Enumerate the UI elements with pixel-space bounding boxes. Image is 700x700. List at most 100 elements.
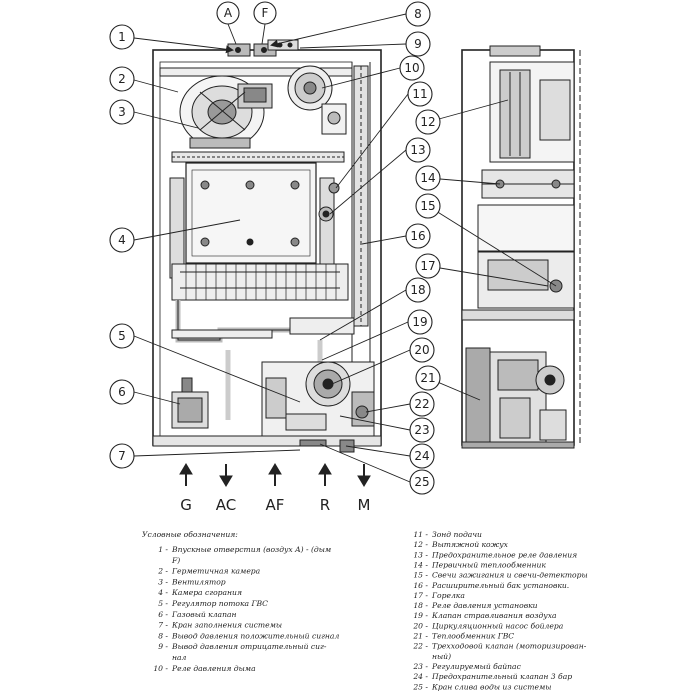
legend-left-item-number: 2 -: [157, 567, 168, 576]
burner: [171, 263, 349, 301]
callout-7: 7: [118, 449, 126, 463]
fan-assembly: [179, 75, 273, 149]
legend-title: Условные обозначения:: [142, 530, 238, 539]
arrow-R: [318, 463, 332, 486]
legend-left-item-number: 4 -: [157, 588, 168, 597]
legend-left-item-number: 1 -: [158, 545, 168, 554]
arrow-M: [357, 464, 371, 487]
legend-right-item-number: 20 -: [412, 621, 428, 630]
callout-15: 15: [420, 199, 435, 213]
smoke-pressure-switch: [287, 65, 347, 135]
legend-right-item-text: Регулируемый байпас: [431, 662, 522, 671]
callout-20: 20: [414, 343, 429, 357]
legend-right-item-text: Вытяжной кожух: [431, 540, 509, 549]
callout-25: 25: [414, 475, 429, 489]
legend-right-item-text: Кран слива воды из системы: [431, 682, 551, 691]
callout-5: 5: [118, 329, 126, 343]
legend-left-item-number: 5 -: [158, 599, 168, 608]
legend-right-item-text: Первичный теплообменник: [431, 560, 546, 569]
legend: Условные обозначения: 1 -Впускные отверс…: [142, 530, 588, 691]
legend-right-item-number: 24 -: [412, 672, 428, 681]
legend-right-item-number: 11 -: [413, 530, 428, 539]
callout-8: 8: [414, 7, 422, 21]
side-burner: [477, 251, 575, 309]
legend-right-item-text: Циркуляционный насос бойлера: [432, 621, 564, 630]
callout-11: 11: [412, 87, 427, 101]
callout-9: 9: [414, 37, 422, 51]
arrow-AF: [268, 463, 282, 486]
callout-F: F: [262, 6, 269, 20]
callout-14: 14: [420, 171, 435, 185]
arrow-AC: [219, 464, 233, 487]
callout-16: 16: [410, 229, 425, 243]
callout-13: 13: [410, 143, 425, 157]
legend-left-item-number: 10 -: [153, 664, 168, 673]
legend-right-item-text: Реле давления установки: [431, 601, 538, 610]
callout-4: 4: [118, 233, 126, 247]
legend-right-item-number: 18 -: [413, 601, 428, 610]
legend-left-item-text: Регулятор потока ГВС: [171, 599, 268, 608]
callout-18: 18: [410, 283, 425, 297]
legend-right-item-text: Трехходовой клапан (моторизирован-: [432, 642, 587, 651]
legend-left-item-text: Реле давления дыма: [171, 664, 256, 673]
label-M: M: [358, 496, 371, 514]
label-G: G: [180, 496, 192, 514]
side-hydraulic-group: [465, 347, 567, 449]
callout-numbers: A F 1 2 3 4 5 6 7 8 9 10 11 12 13 14 15 …: [118, 6, 435, 489]
legend-left-item-text: Вывод давления отрицательный сиг-: [171, 642, 327, 651]
legend-right-item-number: 22 -: [412, 642, 428, 651]
legend-left-item-text: нал: [172, 653, 187, 662]
hydraulic-group: [261, 361, 375, 437]
legend-right-item-text: Предохранительное реле давления: [431, 550, 577, 559]
legend-right-item-text: Теплообменник ГВС: [432, 632, 514, 641]
legend-right-item-number: 14 -: [413, 560, 428, 569]
legend-left-column: 1 -Впускные отверстия (воздух A) - (дымF…: [153, 545, 339, 673]
callout-1: 1: [118, 30, 126, 44]
callouts: [109, 1, 441, 495]
boiler-side-view: [461, 45, 581, 449]
legend-right-item-text: Горелка: [431, 591, 465, 600]
callout-3: 3: [118, 105, 126, 119]
legend-right-item-number: 19 -: [413, 611, 428, 620]
callout-23: 23: [414, 423, 429, 437]
legend-left-item-text: Газовый клапан: [171, 610, 237, 619]
legend-left-item-text: Кран заполнения системы: [171, 621, 282, 630]
legend-right-item-number: 12 -: [413, 540, 428, 549]
connection-arrows: [179, 463, 371, 487]
legend-left-item-number: 3 -: [158, 577, 168, 586]
legend-right-item-text: Зонд подачи: [432, 530, 482, 539]
arrow-G: [179, 463, 193, 486]
label-AF: AF: [266, 496, 285, 514]
connection-labels: G AC AF R M: [180, 496, 370, 514]
legend-left-item-number: 8 -: [158, 631, 168, 640]
combustion-chamber: [185, 162, 317, 264]
side-flue-hood: [489, 61, 575, 163]
callout-A: A: [224, 6, 233, 20]
legend-right-item-text: Свечи зажигания и свечи-детекторы: [432, 571, 588, 580]
callout-12: 12: [420, 115, 435, 129]
callout-19: 19: [412, 315, 427, 329]
legend-right-item-number: 21 -: [412, 632, 428, 641]
side-heat-exchanger: [481, 169, 575, 199]
legend-left-item-text: Вентилятор: [171, 577, 226, 586]
callout-2: 2: [118, 72, 126, 86]
callout-17: 17: [420, 259, 435, 273]
legend-left-item-number: 7 -: [158, 621, 168, 630]
gas-valve: [171, 377, 209, 429]
callout-22: 22: [414, 397, 429, 411]
legend-right-item-number: 23 -: [412, 662, 428, 671]
legend-left-item-text: Впускные отверстия (воздух A) - (дым: [171, 545, 331, 554]
legend-left-item-text: Камера сгорания: [171, 588, 242, 597]
boiler-diagram: A F 1 2 3 4 5 6 7 8 9 10 11 12 13 14 15 …: [109, 1, 581, 514]
callout-10: 10: [404, 61, 419, 75]
legend-right-item-number: 16 -: [413, 581, 428, 590]
legend-right-item-text: Расширительный бак установки.: [431, 581, 569, 590]
legend-left-item-number: 9 -: [158, 642, 168, 651]
legend-right-item-text: Предохранительный клапан 3 бар: [431, 672, 572, 681]
legend-left-item-text: Вывод давления положительный сигнал: [171, 631, 339, 640]
legend-right-item-text: Клапан стравливания воздуха: [431, 611, 557, 620]
legend-right-item-number: 17 -: [413, 591, 428, 600]
legend-right-item-number: 25 -: [412, 682, 428, 691]
label-R: R: [320, 496, 330, 514]
